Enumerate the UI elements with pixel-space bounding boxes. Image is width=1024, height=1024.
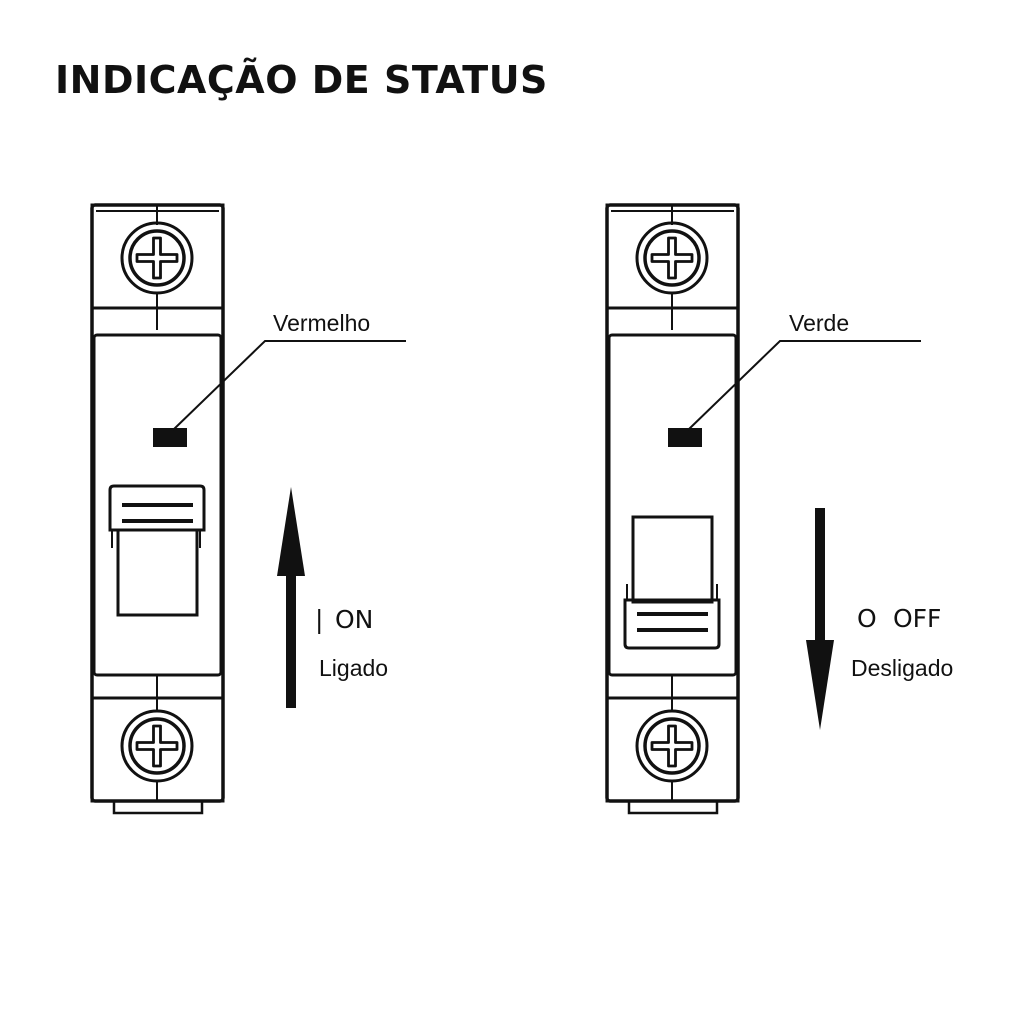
indicator-label-green: Verde <box>789 310 849 336</box>
screw-icon <box>120 221 194 295</box>
breaker-off <box>605 203 740 815</box>
state-code-off: OFF <box>893 604 941 633</box>
breaker-on <box>90 203 225 815</box>
screw-icon <box>635 221 709 295</box>
state-text-off: Desligado <box>851 655 953 681</box>
arrow-up-icon <box>277 487 305 708</box>
page-title: INDICAÇÃO DE STATUS <box>55 58 548 102</box>
screw-icon <box>120 709 194 783</box>
screw-icon <box>635 709 709 783</box>
indicator-label-red: Vermelho <box>273 310 370 336</box>
leader-line <box>172 340 406 431</box>
indicator-window-green <box>668 428 702 447</box>
indicator-window-red <box>153 428 187 447</box>
state-text-on: Ligado <box>319 655 388 681</box>
state-symbol-off: O <box>857 604 877 633</box>
arrow-down-icon <box>806 508 834 730</box>
leader-line <box>687 340 921 431</box>
state-code-on: ON <box>335 605 373 634</box>
state-symbol-on: | <box>315 605 323 634</box>
